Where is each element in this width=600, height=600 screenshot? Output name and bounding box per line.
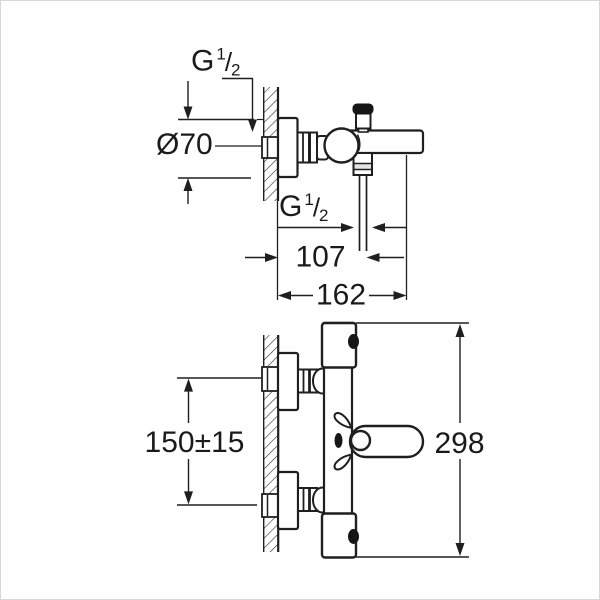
thread-base: G	[191, 45, 214, 78]
dim-diameter-70	[178, 81, 301, 204]
valve-cartridge-circle	[323, 127, 360, 164]
escutcheon	[276, 116, 299, 179]
arrow-left-icon	[366, 253, 380, 262]
dim-thread-bottom	[278, 223, 407, 232]
dim-107-label: 107	[295, 241, 345, 274]
screw-dot-bottom	[348, 529, 359, 544]
arrow-left-icon	[278, 291, 291, 300]
supply-stub-bottom	[261, 493, 280, 518]
diverter-knob-cap	[352, 103, 374, 115]
outlet-union	[352, 152, 373, 176]
screw-dot-top	[348, 334, 359, 349]
supply-stub	[261, 136, 280, 159]
thread-numerator: 1	[216, 45, 225, 64]
thread-denominator: 2	[231, 61, 240, 80]
thread-denominator: 2	[319, 206, 328, 225]
arrow-right-icon	[265, 253, 278, 262]
dim-150-label: 150±15	[145, 426, 245, 459]
thread-numerator: 1	[304, 190, 313, 209]
dim-thread-top-leader	[222, 77, 257, 132]
arrow-up-icon	[455, 324, 465, 337]
arrow-up-icon	[183, 178, 193, 191]
escutcheon-bottom	[276, 470, 300, 531]
dim-162	[278, 291, 407, 300]
arrow-right-icon	[341, 223, 354, 232]
supply-stub-top	[261, 366, 280, 392]
arrow-down-icon	[183, 106, 193, 120]
dim-150	[177, 377, 261, 506]
union-nut-top	[297, 368, 318, 394]
arrow-down-icon	[455, 543, 465, 556]
arrow-left-icon	[372, 223, 385, 232]
union-nut	[296, 131, 318, 164]
arrow-down-icon	[184, 491, 193, 505]
arrow-up-icon	[184, 378, 193, 392]
arrow-right-icon	[393, 291, 407, 300]
index-mark	[334, 433, 343, 448]
diameter-label: Ø70	[156, 128, 213, 161]
mounting-view: 150±15 298	[145, 321, 485, 559]
dim-107	[245, 253, 404, 262]
handle-knob-circle	[349, 429, 372, 452]
escutcheon-top	[276, 351, 300, 412]
diverter-knob-neck	[355, 112, 372, 130]
body-joint-arc	[356, 134, 361, 152]
thread-slash: /	[313, 193, 321, 223]
diverter-knob	[352, 103, 374, 133]
handle-lever-top	[333, 412, 352, 429]
thread-base: G	[279, 190, 302, 223]
dim-298	[356, 322, 469, 558]
arrow-down-icon	[248, 119, 257, 132]
dim-162-label: 162	[316, 279, 366, 312]
handle-lever-bottom	[333, 453, 352, 471]
thread-slash: /	[225, 47, 233, 77]
dim-298-label: 298	[434, 427, 484, 460]
